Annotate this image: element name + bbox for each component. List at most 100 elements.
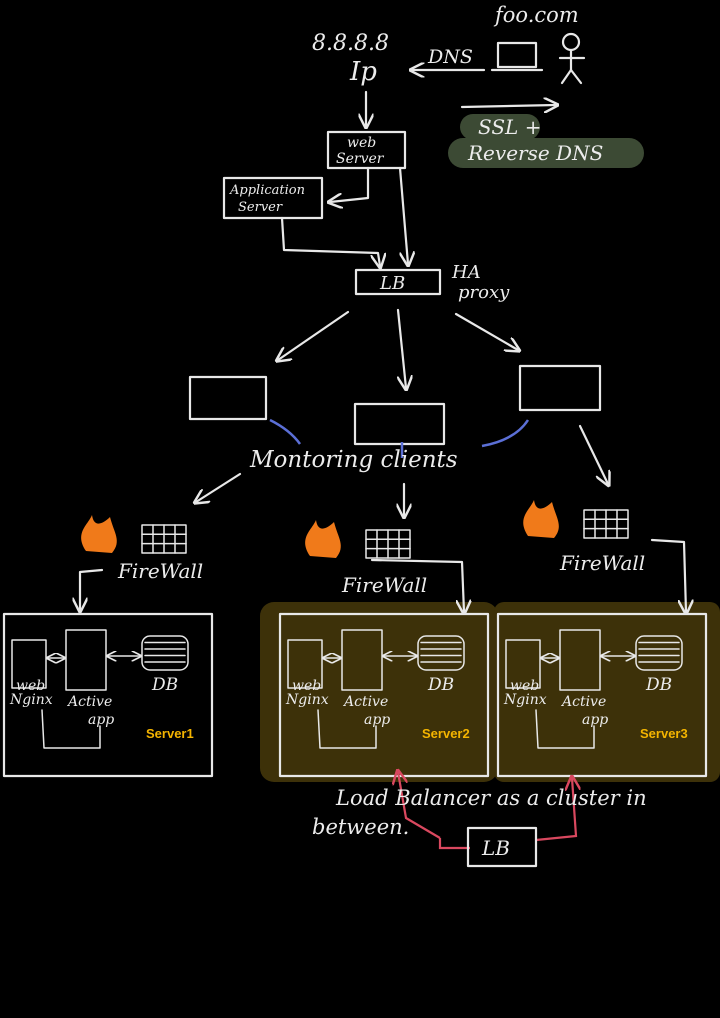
app-label: app bbox=[582, 712, 608, 728]
active-label: Active bbox=[342, 694, 388, 710]
cluster-link-left-base bbox=[438, 838, 470, 850]
nginx-app-return-link bbox=[535, 709, 595, 749]
monitor-to-left-arrow bbox=[196, 472, 242, 502]
flame-icon bbox=[81, 515, 117, 553]
user-section: foo.com DNS 8.8.8.8 Ip bbox=[312, 3, 586, 126]
cluster-lb-label: LB bbox=[481, 836, 510, 860]
ip-label: Ip bbox=[349, 57, 377, 87]
database-icon bbox=[417, 635, 465, 671]
bottom-section: LB Load Balancer as a cluster in between… bbox=[312, 772, 647, 868]
nginx-app-return-link bbox=[317, 709, 377, 749]
flame-icon bbox=[523, 500, 559, 538]
web-server-label-1: web bbox=[347, 135, 376, 151]
lb-label: LB bbox=[379, 273, 405, 294]
nginx-box bbox=[11, 639, 47, 689]
notes-section: SSL + Reverse DNS bbox=[448, 105, 644, 168]
laptop-icon bbox=[490, 41, 544, 72]
lb-to-right-node-arrow bbox=[454, 312, 518, 350]
database-icon bbox=[141, 635, 189, 671]
cluster-arrow-server2 bbox=[398, 772, 441, 839]
dns-label: DNS bbox=[427, 46, 473, 68]
firewall-to-server-arrow bbox=[80, 568, 104, 610]
user-stick-figure bbox=[558, 32, 586, 85]
monitor-link-left bbox=[269, 418, 302, 445]
front-tier: web Server Application Server LB HA prox… bbox=[222, 130, 510, 303]
monitoring-section: Montoring clients bbox=[188, 308, 608, 516]
user-right-leg bbox=[569, 68, 583, 85]
firewall-1: FireWall bbox=[80, 515, 203, 610]
nginx-box bbox=[287, 639, 323, 689]
ha-label: HA bbox=[451, 262, 481, 283]
server-box bbox=[278, 612, 490, 778]
reverse-dns-note: Reverse DNS bbox=[467, 141, 603, 165]
cluster-caption-line2: between. bbox=[312, 815, 409, 839]
server-name-label: Server1 bbox=[146, 726, 194, 741]
app-label: app bbox=[88, 712, 114, 728]
web-server-box bbox=[326, 130, 407, 170]
ssl-note: SSL + bbox=[478, 115, 541, 139]
user-head bbox=[561, 32, 581, 52]
active-label: Active bbox=[560, 694, 606, 710]
lb-box bbox=[354, 268, 442, 296]
left-node-box bbox=[188, 375, 268, 421]
app-server-label-1: Application bbox=[229, 183, 305, 198]
cluster-lb-box bbox=[466, 826, 538, 868]
db-label: DB bbox=[645, 675, 672, 695]
cluster-arrow-server3 bbox=[535, 778, 576, 842]
server-name-label: Server3 bbox=[640, 726, 688, 741]
app-to-lb-arrow bbox=[280, 216, 380, 266]
db-label: DB bbox=[427, 675, 454, 695]
database-icon bbox=[635, 635, 683, 671]
firewall-2: FireWall bbox=[305, 520, 464, 612]
right-node-box bbox=[518, 364, 602, 412]
server-box bbox=[496, 612, 708, 778]
server-box bbox=[2, 612, 214, 778]
nginx-box bbox=[505, 639, 541, 689]
nginx-app-return-link bbox=[41, 709, 101, 749]
laptop-screen bbox=[496, 41, 538, 69]
app-server-label-2: Server bbox=[238, 200, 283, 215]
app-label: app bbox=[364, 712, 390, 728]
web-label: web bbox=[292, 678, 321, 694]
flame-icon bbox=[305, 520, 341, 558]
right-node-down-arrow bbox=[578, 424, 608, 484]
nginx-label: Nginx bbox=[285, 692, 329, 708]
middle-node-box bbox=[353, 402, 446, 446]
firewall-3: FireWall bbox=[523, 500, 686, 612]
web-label: web bbox=[510, 678, 539, 694]
ssl-arrow bbox=[460, 105, 556, 107]
firewall-to-server-arrow bbox=[370, 558, 464, 612]
monitor-link-right bbox=[481, 419, 530, 448]
user-left-leg bbox=[560, 68, 573, 85]
firewall-label: FireWall bbox=[117, 559, 203, 583]
web-server-label-2: Server bbox=[336, 151, 385, 167]
lb-to-left-node-arrow bbox=[278, 310, 350, 360]
server-name-label: Server2 bbox=[422, 726, 470, 741]
cluster-caption-line1: Load Balancer as a cluster in bbox=[335, 786, 647, 810]
db-label: DB bbox=[151, 675, 178, 695]
ip-value: 8.8.8.8 bbox=[312, 31, 389, 56]
firewall-label: FireWall bbox=[559, 551, 645, 575]
firewall-to-server-arrow bbox=[650, 538, 686, 612]
ssl-highlight bbox=[460, 114, 540, 140]
app-box bbox=[65, 629, 107, 691]
web-to-app-arrow bbox=[330, 166, 370, 202]
monitoring-clients-label: Montoring clients bbox=[249, 447, 458, 473]
web-to-lb-arrow bbox=[398, 166, 408, 264]
application-server-box bbox=[222, 176, 324, 220]
firewall-label: FireWall bbox=[341, 573, 427, 597]
reverse-dns-highlight bbox=[448, 138, 644, 168]
lb-to-middle-node-arrow bbox=[396, 308, 406, 388]
haproxy-label: proxy bbox=[458, 282, 510, 303]
nginx-label: Nginx bbox=[9, 692, 53, 708]
nginx-label: Nginx bbox=[503, 692, 547, 708]
server3-highlight bbox=[494, 602, 720, 782]
web-label: web bbox=[16, 678, 45, 694]
domain-label: foo.com bbox=[493, 3, 579, 27]
